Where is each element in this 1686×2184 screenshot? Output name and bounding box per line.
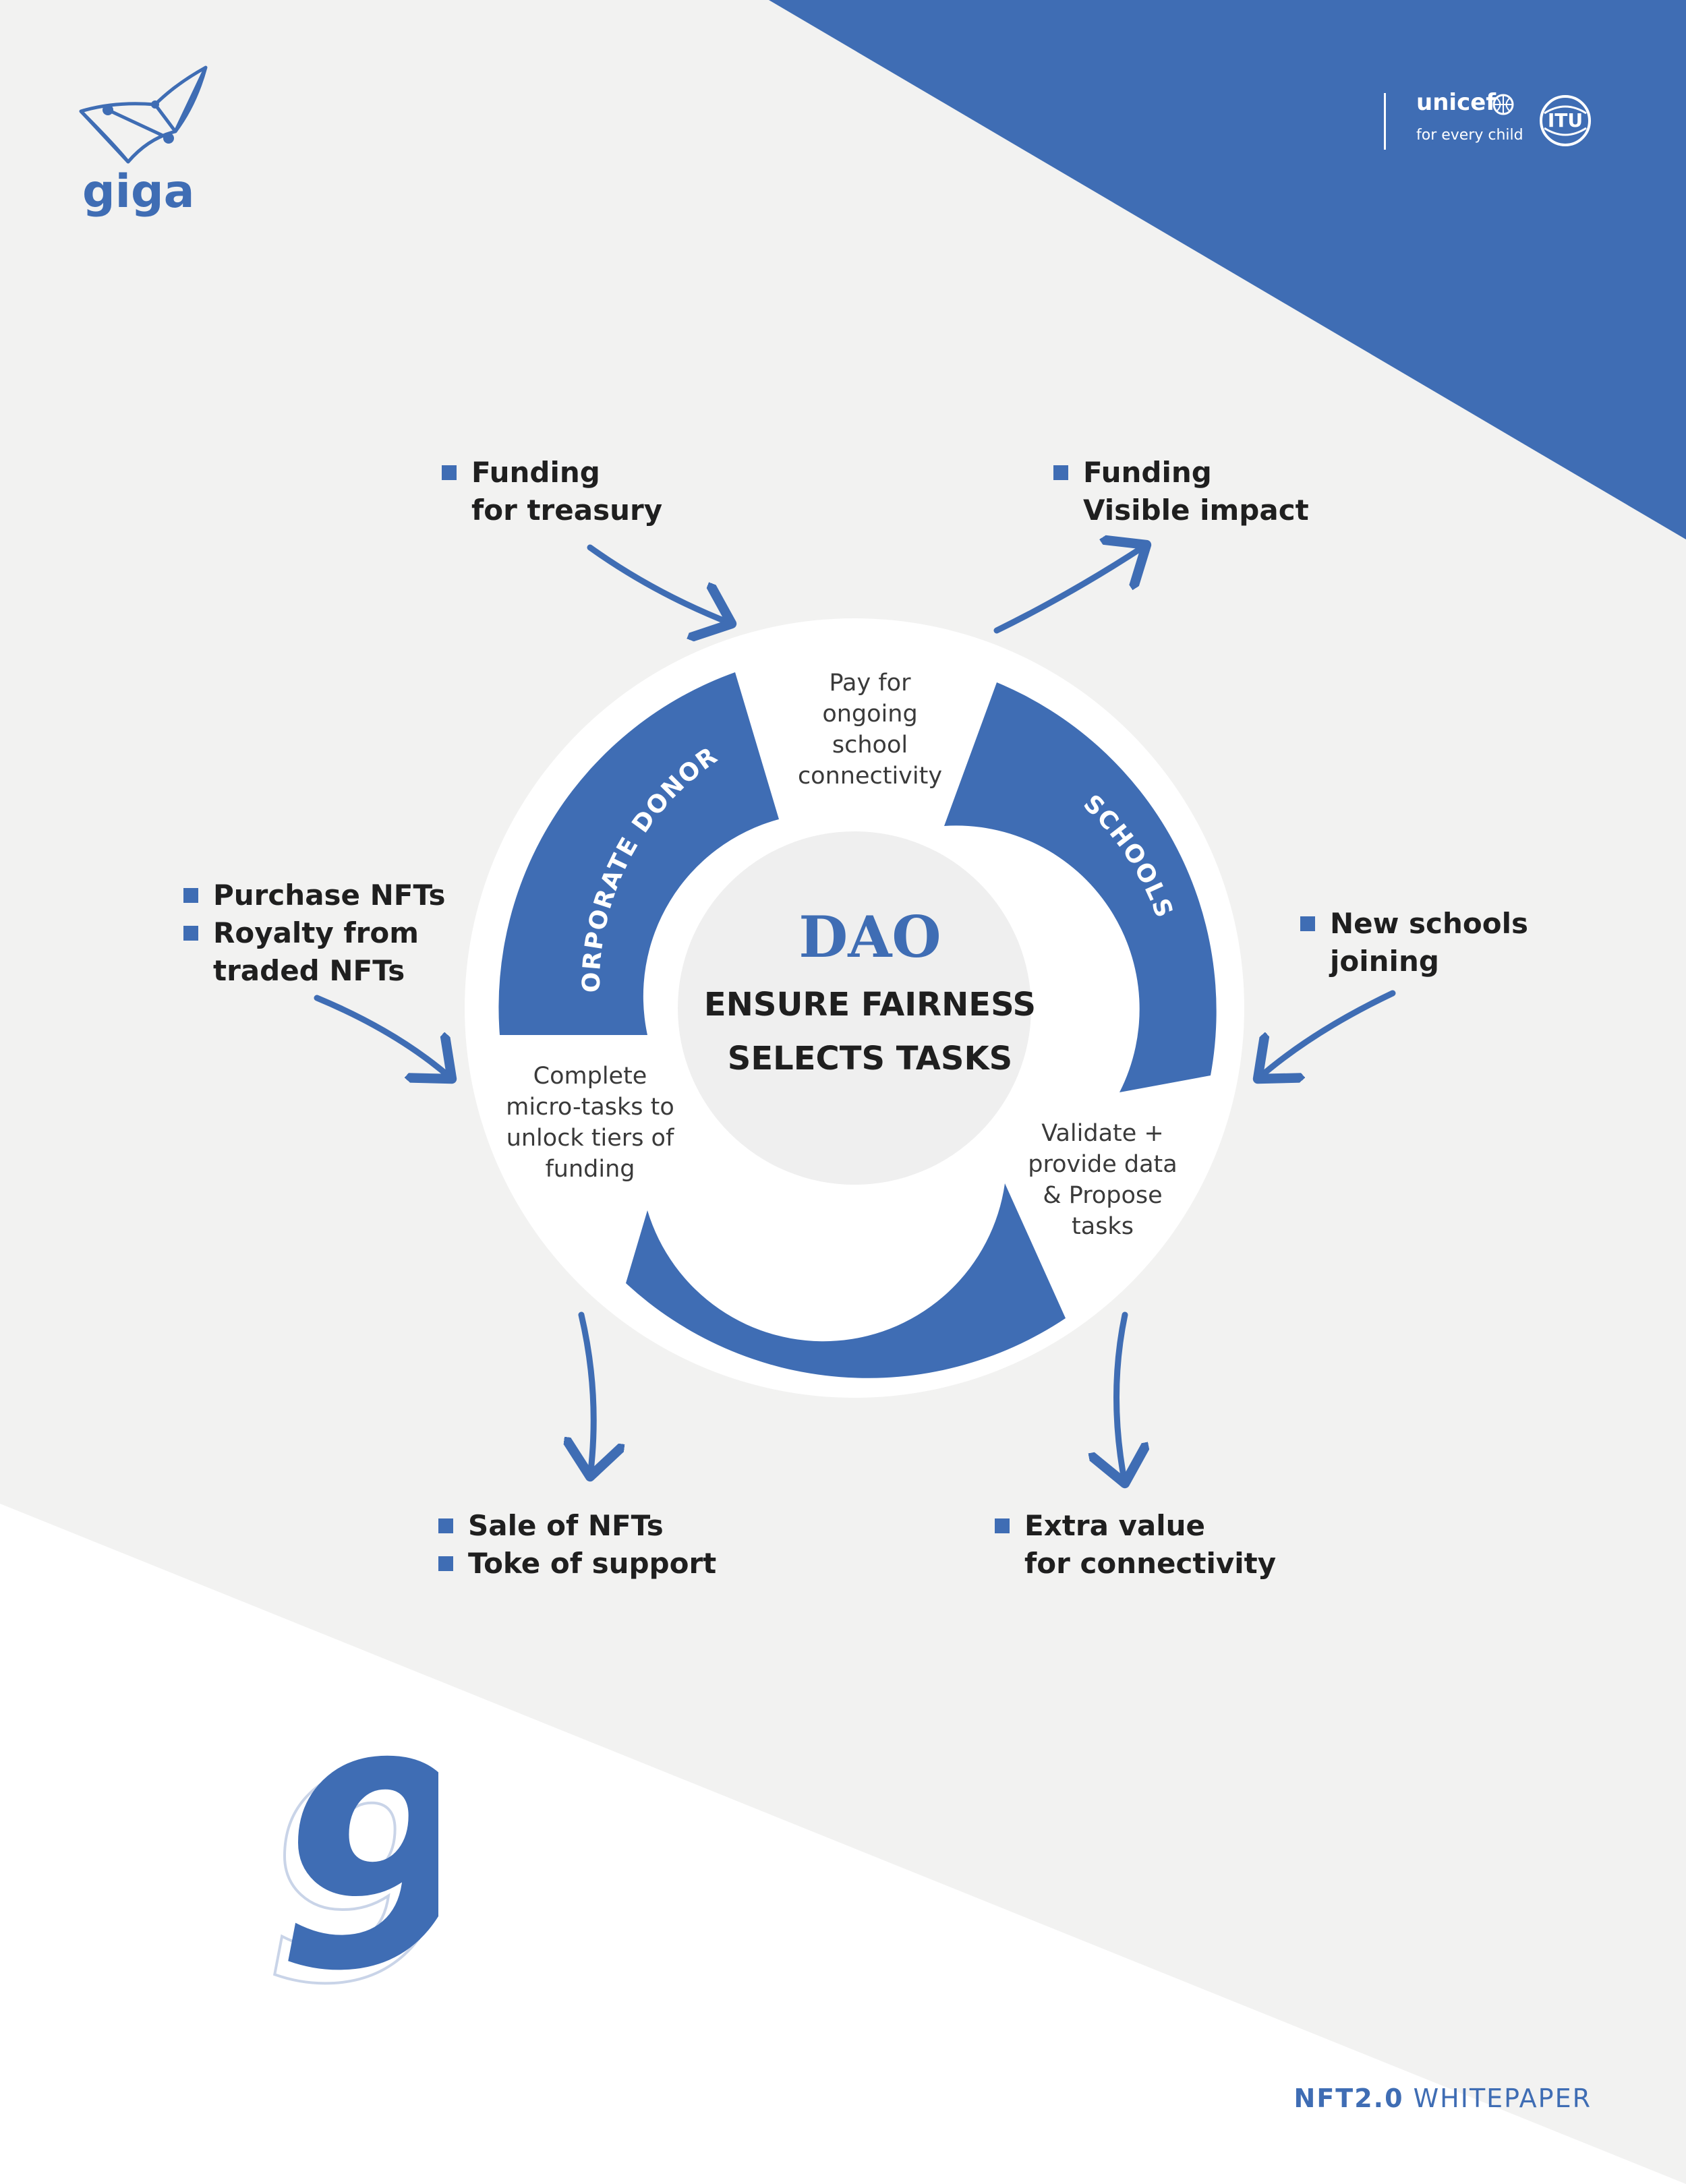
flow-item-text: Funding — [1083, 456, 1212, 489]
gap-label-line: unlock tiers of — [506, 1125, 674, 1152]
dao-line-selects-tasks: SELECTS TASKS — [727, 1040, 1013, 1078]
flow-item: Funding — [442, 454, 662, 492]
flow-item-text: for treasury — [471, 494, 663, 527]
flow-item-text: joining — [1330, 945, 1439, 978]
gap-label-line: ongoing — [822, 701, 918, 728]
flow-item-continuation: for treasury — [442, 492, 662, 529]
itu-emblem-icon — [1540, 95, 1591, 146]
globe-icon — [1492, 94, 1514, 115]
arrow-extra-value — [1117, 1311, 1126, 1483]
flow-funding-visible-impact: Funding Visible impact — [1053, 454, 1309, 529]
flow-funding-treasury: Funding for treasury — [442, 454, 662, 529]
flow-item: Sale of NFTs — [438, 1507, 716, 1545]
arrow-purchase-nfts — [314, 995, 452, 1079]
bullet-square-icon — [995, 1518, 1010, 1533]
page-number-extrusion: 9 — [263, 1717, 438, 2003]
segment-nft-collectors — [626, 1183, 1066, 1378]
top-right-blue-triangle — [769, 0, 1686, 539]
flow-new-schools: New schools joining — [1300, 905, 1528, 980]
flow-extra-value: Extra value for connectivity — [995, 1507, 1276, 1583]
gap-label-pay-connectivity: Pay for ongoing school connectivity — [782, 668, 958, 792]
footer-label: WHITEPAPER — [1413, 2084, 1592, 2113]
flow-item-continuation: traded NFTs — [183, 952, 446, 990]
flow-item-text: Royalty from — [213, 916, 419, 949]
arrow-new-schools — [1258, 990, 1396, 1079]
unicef-logo: unicef for every child — [1416, 89, 1538, 150]
unicef-wordmark: unicef — [1416, 89, 1496, 116]
flow-item-text: for connectivity — [1024, 1547, 1277, 1580]
gap-label-validate-data: Validate + provide data & Propose tasks — [1008, 1118, 1197, 1242]
partner-divider — [1384, 93, 1386, 150]
bullet-square-icon — [442, 465, 457, 480]
footer-brand: NFT2.0 — [1293, 2084, 1404, 2113]
itu-logo: ITU — [1538, 93, 1593, 148]
gap-label-line: funding — [545, 1156, 635, 1183]
segment-corporate-donors — [498, 672, 779, 1035]
arrow-funding-visible-impact — [993, 545, 1146, 634]
flow-item-text: Funding — [471, 456, 600, 489]
gap-label-line: tasks — [1072, 1213, 1134, 1240]
giga-wordmark: giga — [82, 165, 195, 218]
gap-label-line: connectivity — [797, 763, 943, 790]
dao-title: DAO — [798, 904, 941, 970]
itu-wordmark: ITU — [1547, 109, 1583, 131]
flow-item-continuation: joining — [1300, 943, 1528, 980]
dao-line-ensure-fairness: ENSURE FAIRNESS — [703, 986, 1037, 1024]
segment-schools — [944, 682, 1217, 1092]
arrow-sale-of-nfts — [581, 1311, 593, 1477]
bottom-left-white-triangle — [0, 1504, 1686, 2184]
footer-whitepaper-label: NFT2.0 WHITEPAPER — [1294, 2084, 1592, 2113]
gap-label-line: Validate + — [1041, 1120, 1164, 1147]
inner-hub-disc — [678, 831, 1031, 1185]
bullet-square-icon — [438, 1518, 453, 1533]
page-number-graphic: 9 9 — [262, 1703, 438, 2003]
gap-label-line: school — [832, 732, 908, 759]
flow-item: Royalty from — [183, 914, 446, 952]
bullet-square-icon — [183, 888, 198, 903]
flow-item: Extra value — [995, 1507, 1276, 1545]
flow-item-text: Purchase NFTs — [213, 879, 446, 912]
page-number: 9 — [277, 1703, 438, 2003]
flow-item-continuation: Visible impact — [1053, 492, 1309, 529]
gap-label-line: Complete — [533, 1063, 647, 1090]
gap-label-complete-micro-tasks: Complete micro-tasks to unlock tiers of … — [496, 1061, 685, 1185]
flow-item-text: Extra value — [1024, 1509, 1206, 1542]
flow-item: Funding — [1053, 454, 1309, 492]
flow-item: Purchase NFTs — [183, 877, 446, 914]
gap-label-line: provide data — [1028, 1151, 1178, 1178]
gap-label-line: micro-tasks to — [506, 1094, 674, 1121]
unicef-tagline: for every child — [1416, 127, 1523, 144]
flow-sale-of-nfts: Sale of NFTs Toke of support — [438, 1507, 716, 1583]
bullet-square-icon — [438, 1556, 453, 1571]
flow-item-text: Visible impact — [1083, 494, 1309, 527]
gap-label-line: & Propose — [1043, 1182, 1163, 1209]
bullet-square-icon — [1300, 916, 1315, 931]
flow-item-text: Toke of support — [468, 1547, 717, 1580]
flow-item-text: Sale of NFTs — [468, 1509, 664, 1542]
flow-item-text: New schools — [1330, 907, 1528, 940]
flow-item: Toke of support — [438, 1545, 716, 1583]
flow-purchase-nfts: Purchase NFTs Royalty from traded NFTs — [183, 877, 446, 990]
flow-item: New schools — [1300, 905, 1528, 943]
giga-bird-icon — [79, 65, 208, 164]
arrow-funding-treasury — [587, 544, 732, 624]
gap-label-line: Pay for — [829, 670, 911, 697]
giga-logo: giga — [74, 64, 216, 219]
flow-item-continuation: for connectivity — [995, 1545, 1276, 1583]
flow-item-text: traded NFTs — [213, 954, 405, 987]
bullet-square-icon — [183, 926, 198, 941]
bullet-square-icon — [1053, 465, 1068, 480]
